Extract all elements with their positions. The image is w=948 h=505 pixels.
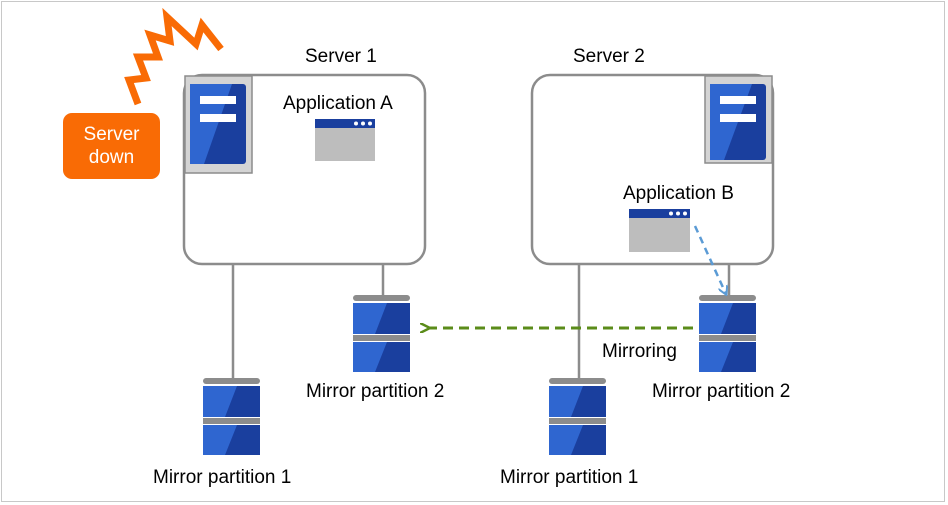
s2-mirror2-label: Mirror partition 2 — [652, 381, 791, 402]
server-down-line1: Server — [83, 124, 140, 145]
app-b-label: Application B — [623, 183, 734, 204]
server-down-line2: down — [88, 147, 135, 168]
disk-s1-mirror1-icon — [203, 378, 260, 455]
s1-mirror2-label: Mirror partition 2 — [306, 381, 445, 402]
server2-title: Server 2 — [573, 46, 645, 67]
write-arrow — [693, 225, 726, 294]
s1-mirror1-label: Mirror partition 1 — [153, 467, 292, 488]
disk-s2-mirror2-icon — [699, 295, 756, 372]
server2-tower-icon — [704, 75, 773, 164]
s2-mirror1-label: Mirror partition 1 — [500, 467, 639, 488]
lightning-bolt-icon — [124, 7, 224, 106]
app-a-window-icon — [315, 119, 375, 161]
disk-s2-mirror1-icon — [549, 378, 606, 455]
app-b-window-icon — [629, 209, 690, 252]
server1-tower-icon — [184, 75, 253, 174]
disk-s1-mirror2-icon — [353, 295, 410, 372]
server-down-badge: Server down — [63, 113, 160, 179]
app-a-label: Application A — [283, 93, 393, 114]
mirroring-label: Mirroring — [602, 341, 677, 362]
server1-title: Server 1 — [305, 46, 377, 67]
